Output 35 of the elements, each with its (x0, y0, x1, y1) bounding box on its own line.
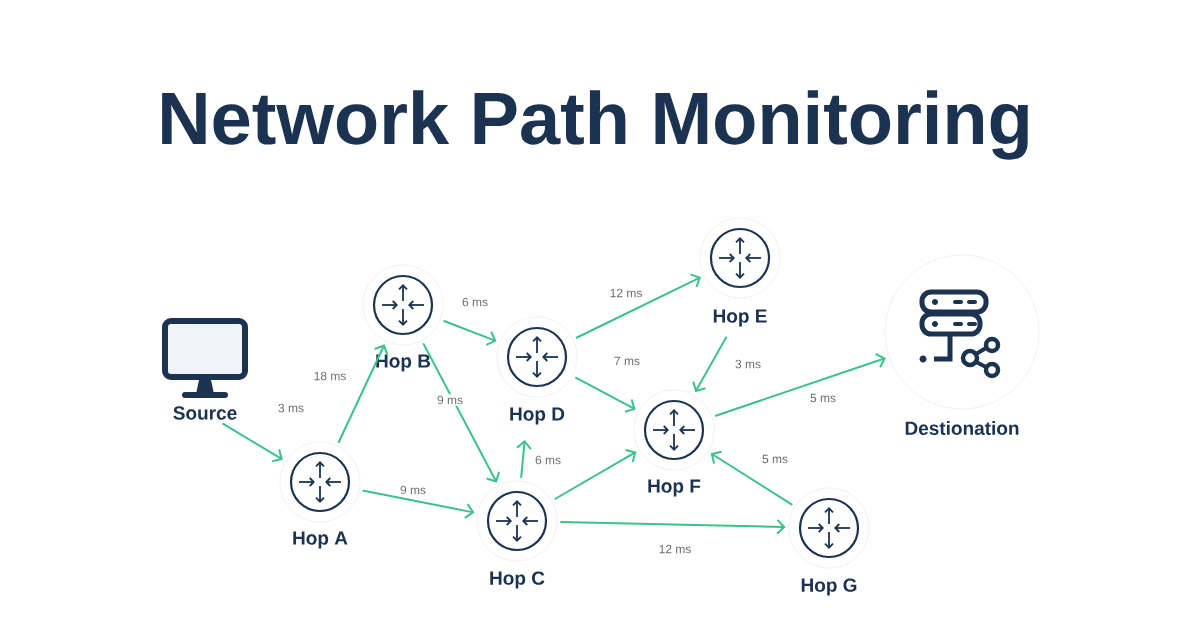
edge-label: 3 ms (733, 358, 763, 370)
node-label: Hop B (376, 354, 431, 372)
arrow (221, 422, 283, 463)
edge-label: 5 ms (760, 453, 790, 465)
edge-label: 7 ms (612, 355, 642, 367)
node-label: Hop A (293, 531, 348, 549)
edge-label: 12 ms (657, 543, 693, 555)
arrow (574, 376, 636, 413)
arrow (710, 450, 794, 506)
arrow (361, 489, 475, 519)
edge-label: 3 ms (276, 402, 306, 414)
edge-label: 12 ms (608, 287, 644, 299)
edge-label: 6 ms (460, 296, 490, 308)
arrow (559, 518, 786, 535)
arrow (553, 448, 637, 501)
edge-label: 6 ms (533, 454, 563, 466)
node-label: Source (173, 406, 237, 420)
edge-label: 18 ms (312, 370, 348, 382)
title: Network Path Monitoring (162, 90, 1028, 160)
edge-label: 9 ms (435, 394, 465, 406)
node-label: Hop G (801, 578, 857, 596)
node-label: Hop E (713, 309, 767, 327)
arrow (515, 440, 532, 479)
node-label: Hop F (648, 479, 701, 497)
arrow (692, 335, 728, 393)
node-label: Destionation (905, 421, 1019, 435)
edge-label: 5 ms (808, 392, 838, 404)
node-label: Hop D (510, 407, 565, 425)
node-label: Hop C (490, 571, 545, 589)
edge-label: 9 ms (398, 484, 428, 496)
arrow (422, 342, 500, 483)
arrow (337, 344, 389, 444)
arrow (442, 319, 497, 346)
arrow (714, 353, 886, 417)
arrow (575, 273, 701, 339)
